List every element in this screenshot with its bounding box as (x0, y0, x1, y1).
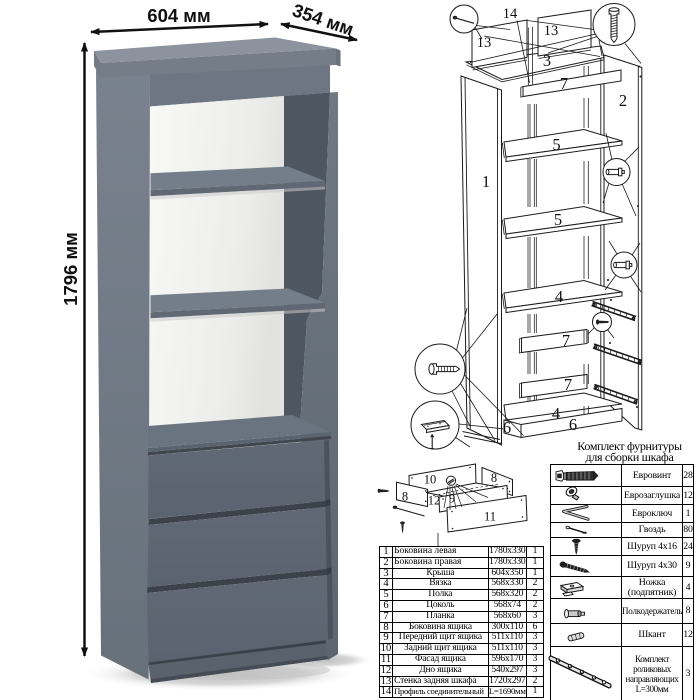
svg-text:1: 1 (482, 172, 490, 191)
svg-text:604 мм: 604 мм (147, 5, 210, 26)
svg-text:10: 10 (424, 473, 437, 487)
svg-text:8: 8 (402, 490, 408, 504)
svg-text:13: 13 (477, 35, 492, 51)
svg-text:13: 13 (544, 23, 559, 39)
svg-text:8: 8 (491, 471, 497, 485)
svg-text:7: 7 (560, 74, 568, 93)
svg-text:4: 4 (552, 404, 560, 423)
svg-text:14: 14 (503, 6, 518, 22)
svg-text:4: 4 (555, 287, 563, 306)
svg-text:6: 6 (503, 418, 511, 437)
svg-text:5: 5 (552, 135, 560, 154)
svg-text:1796 мм: 1796 мм (60, 232, 81, 306)
svg-text:6: 6 (569, 415, 577, 434)
svg-text:11: 11 (484, 510, 496, 524)
svg-text:7: 7 (564, 375, 572, 394)
svg-text:7: 7 (562, 331, 570, 350)
svg-text:3: 3 (543, 51, 551, 70)
svg-text:9: 9 (449, 492, 455, 506)
svg-text:2: 2 (619, 91, 627, 110)
svg-text:12: 12 (428, 494, 441, 508)
svg-text:5: 5 (554, 210, 562, 229)
